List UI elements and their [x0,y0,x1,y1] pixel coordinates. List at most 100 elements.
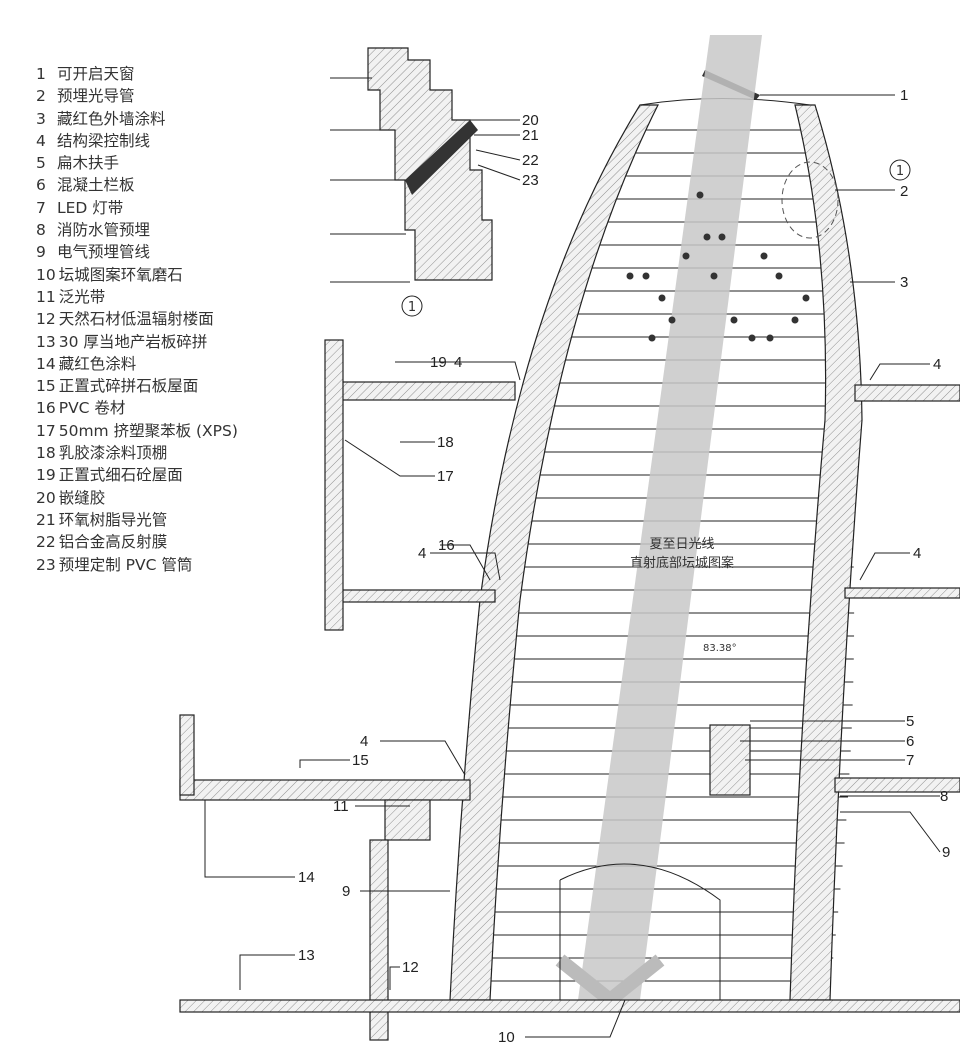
legend-number: 14 [36,354,56,373]
legend-item: 1 可开启天窗 [36,63,238,85]
light-fixture-icon [710,272,718,280]
legend-text: 藏红色外墙涂料 [57,109,166,128]
sun-line-label-2: 直射底部坛城图案 [630,555,734,571]
legend-number: 21 [36,510,56,529]
legend-text: 环氧树脂导光管 [58,510,168,529]
legend-number: 4 [36,131,46,150]
legend-number: 19 [36,466,56,485]
legend-text: 可开启天窗 [57,65,135,83]
light-fixture-icon [668,316,676,324]
legend-text: 消防水管预埋 [57,221,151,240]
light-fixture-icon [748,334,756,342]
legend-text: 电气预埋管线 [57,243,151,262]
legend-number: 3 [36,109,46,128]
sun-line-label-1: 夏至日光线 [649,537,714,552]
callout-6: 6 [906,733,914,750]
callout-9: 9 [342,883,350,900]
callout-4: 4 [418,545,426,562]
angle-label: 83.38° [703,643,737,654]
callout-4: 4 [933,356,941,373]
callout-12: 12 [402,959,419,976]
callout-15: 15 [352,752,369,769]
light-fixture-icon [648,334,656,342]
legend-number: 6 [36,176,46,195]
legend-text: 混凝土栏板 [57,176,135,195]
legend-text: 天然石材低温辐射楼面 [58,310,214,329]
legend-text: 50mm 挤塑聚苯板 (XPS) [58,421,238,440]
callouts: 1 2 3 4 4 4 4 4 5 6 7 8 9 9 10 11 12 13 … [298,87,950,1046]
legend-number: 23 [36,555,56,574]
callout-9: 9 [942,844,950,861]
legend-number: 16 [36,399,56,418]
legend-number: 22 [36,533,56,552]
callout-8: 8 [940,788,948,805]
light-fixture-icon [682,252,690,260]
callout-23: 23 [522,172,539,189]
light-fixture-icon [718,233,726,241]
legend-text: 扁木扶手 [57,154,120,173]
leader-lines [204,94,941,1038]
legend-number: 1 [36,65,46,83]
light-fixture-icon [802,294,810,302]
light-fixture-icon [703,233,711,241]
legend-number: 11 [36,287,56,306]
callout-19: 19 [430,354,447,371]
legend-text: 正置式碎拼石板屋面 [58,377,199,396]
legend-number: 13 [36,332,56,351]
legend-text: 正置式细石砼屋面 [58,466,183,485]
legend-text: LED 灯带 [57,198,124,217]
callout-18: 18 [437,434,454,451]
legend-item: 7 LED 灯带 [36,197,238,219]
light-fixture-icon [642,272,650,280]
legend-item: 4 结构梁控制线 [36,130,238,152]
legend-item: 6 混凝土栏板 [36,174,238,196]
light-fixture-icon [775,272,783,280]
callout-17: 17 [437,468,454,485]
floor-slabs [179,339,960,1041]
light-fixture-icon [766,334,774,342]
callout-11: 11 [333,798,349,815]
detail-marker: 1 [408,300,416,315]
legend-item: 9 电气预埋管线 [36,241,238,263]
legend-number: 17 [36,421,56,440]
legend-number: 18 [36,444,56,463]
callout-13: 13 [298,947,315,964]
legend-number: 15 [36,377,56,396]
legend-text: 坛城图案环氧磨石 [58,265,183,284]
detail-callout-marker: 1 [896,164,904,179]
legend-number: 12 [36,310,56,329]
callout-5: 5 [906,713,914,730]
callout-4: 4 [913,545,921,562]
light-fixture-icon [658,294,666,302]
legend-text: 预埋定制 PVC 管筒 [58,555,193,574]
legend-number: 8 [36,221,46,240]
legend-number: 2 [36,87,46,106]
legend-number: 5 [36,154,46,173]
light-fixture-icon [730,316,738,324]
legend-text: 预埋光导管 [57,87,135,106]
legend-item: 2 预埋光导管 [36,85,238,107]
callout-16: 16 [438,537,455,554]
callout-4: 4 [360,733,368,750]
light-fixture-icon [791,316,799,324]
callout-7: 7 [906,752,914,769]
light-fixture-icon [760,252,768,260]
legend-number: 10 [36,265,56,284]
callout-1: 1 [900,87,908,104]
callout-22: 22 [522,152,539,169]
legend-number: 9 [36,243,46,262]
legend-number: 7 [36,198,46,217]
legend-item: 8 消防水管预埋 [36,219,238,241]
legend-text: PVC 卷材 [58,399,126,418]
legend-text: 结构梁控制线 [57,131,151,150]
